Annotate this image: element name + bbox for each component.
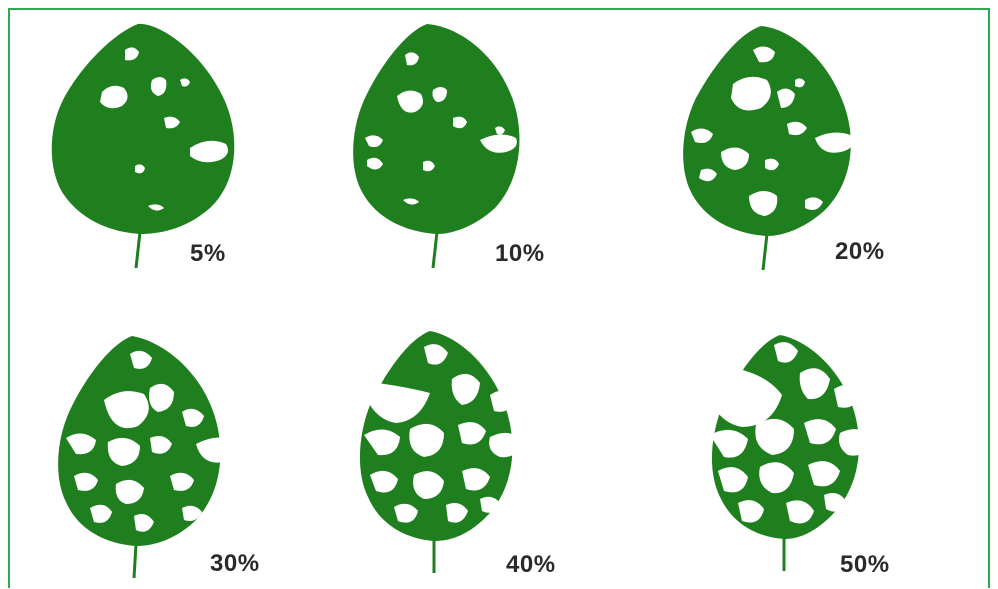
leaf-panel-5: 5% <box>40 20 360 300</box>
leaf-40-label: 40% <box>506 551 556 578</box>
leaf-30-label: 30% <box>210 550 260 577</box>
leaf-panel-10: 10% <box>345 20 665 300</box>
leaf-50-label: 50% <box>840 551 890 578</box>
leaf-50-percent-illustration <box>711 335 859 571</box>
leaf-5-percent-illustration <box>51 23 235 269</box>
leaf-30-percent-illustration <box>58 336 221 579</box>
leaf-20-label: 20% <box>835 238 885 265</box>
leaf-10-percent-illustration <box>353 24 520 269</box>
leaf-40-percent-illustration <box>359 331 513 573</box>
leaf-panel-50: 50% <box>700 325 988 588</box>
leaf-panel-30: 30% <box>50 330 370 588</box>
leaf-panel-20: 20% <box>675 20 988 300</box>
leaf-5-label: 5% <box>190 240 226 267</box>
leaf-panel-40: 40% <box>350 325 670 588</box>
leaf-20-percent-illustration <box>683 26 851 271</box>
leaf-10-label: 10% <box>495 240 545 267</box>
defoliation-diagram: 5% 10% <box>8 8 990 588</box>
